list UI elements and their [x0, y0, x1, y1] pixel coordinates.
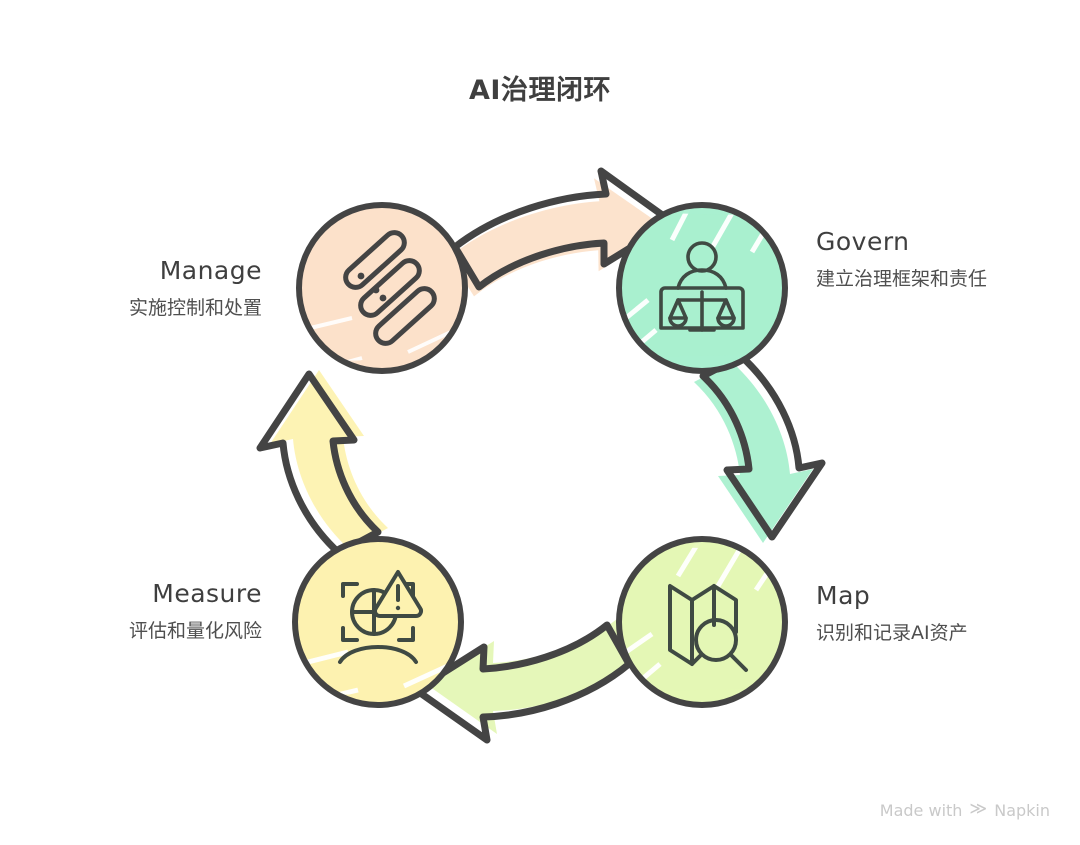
justice-scales-icon [659, 241, 745, 332]
label-measure-description: 评估和量化风险 [128, 620, 262, 642]
arrow-govern-to-map [694, 352, 826, 543]
label-measure-title: Measure [152, 579, 262, 608]
label-govern-title: Govern [816, 227, 910, 256]
label-map-title: Map [816, 581, 871, 610]
napkin-logo-icon: ≫ [969, 799, 988, 819]
label-manage-description: 实施控制和处置 [128, 297, 262, 319]
label-map: Map 识别和记录AI资产 [816, 580, 1054, 648]
label-govern: Govern 建立治理框架和责任 [816, 226, 1044, 294]
napkin-watermark: Made with ≫ Napkin [879, 799, 1050, 821]
arrow-measure-to-manage [256, 370, 388, 557]
map-search-icon [668, 584, 748, 672]
label-manage: Manage 实施控制和处置 [18, 255, 262, 323]
label-manage-title: Manage [159, 256, 262, 285]
node-manage[interactable] [286, 198, 473, 378]
label-measure: Measure 评估和量化风险 [18, 578, 262, 646]
risk-assessment-icon [338, 570, 423, 664]
watermark-brand: Napkin [994, 801, 1050, 820]
label-map-description: 识别和记录AI资产 [816, 622, 968, 644]
node-map[interactable] [608, 534, 793, 712]
sliders-icon [343, 230, 437, 346]
watermark-prefix: Made with [879, 801, 963, 820]
label-govern-description: 建立治理框架和责任 [816, 268, 988, 290]
page-title: AI治理闭环 [469, 75, 611, 106]
